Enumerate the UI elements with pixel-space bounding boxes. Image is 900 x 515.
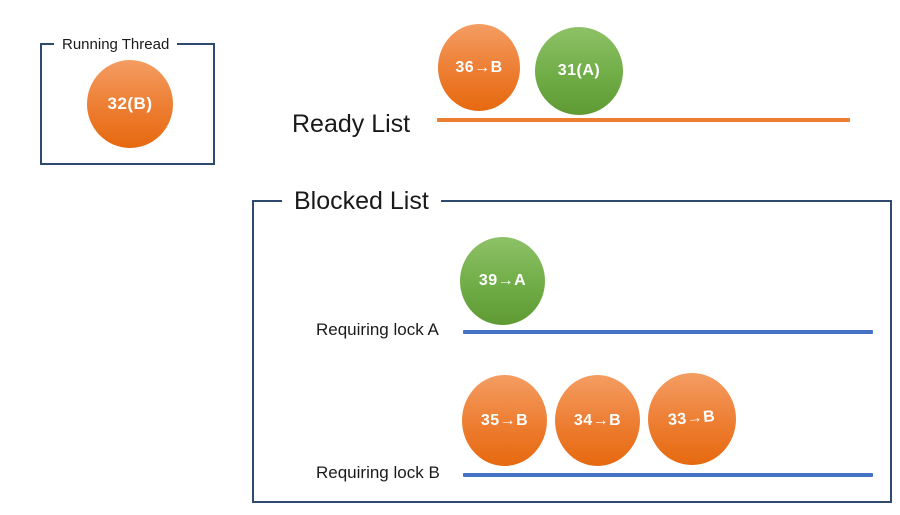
- thread-label: 35→B: [480, 411, 529, 429]
- requiring-lock-a-label: Requiring lock A: [316, 320, 439, 339]
- thread-circle-lock-b-0: 35→B: [462, 375, 547, 466]
- requiring-lock-b-label: Requiring lock B: [316, 463, 440, 482]
- thread-label: 39→A: [478, 272, 527, 289]
- thread-circle-running: 32(B): [87, 60, 173, 148]
- thread-label: 36→B: [455, 58, 503, 76]
- thread-label: 34→B: [573, 411, 622, 429]
- ready-list-line: [437, 118, 850, 122]
- blocked-list-title: Blocked List: [282, 188, 441, 215]
- thread-label: 33→B: [667, 407, 717, 430]
- requiring-lock-b-line: [463, 473, 873, 477]
- requiring-lock-a-line: [463, 330, 873, 334]
- ready-list-title: Ready List: [292, 110, 411, 138]
- blocked-list-box: Blocked List: [252, 188, 892, 503]
- thread-circle-ready-0: 36→B: [438, 24, 520, 111]
- thread-circle-lock-b-2: 33→B: [648, 373, 736, 465]
- running-thread-title: Running Thread: [54, 36, 178, 53]
- thread-circle-ready-1: 31(A): [535, 27, 623, 115]
- thread-label: 32(B): [107, 94, 153, 113]
- thread-circle-lock-b-1: 34→B: [555, 375, 640, 466]
- running-thread-box: Running Thread: [40, 36, 215, 165]
- thread-circle-lock-a-0: 39→A: [460, 237, 545, 325]
- thread-label: 31(A): [557, 62, 601, 79]
